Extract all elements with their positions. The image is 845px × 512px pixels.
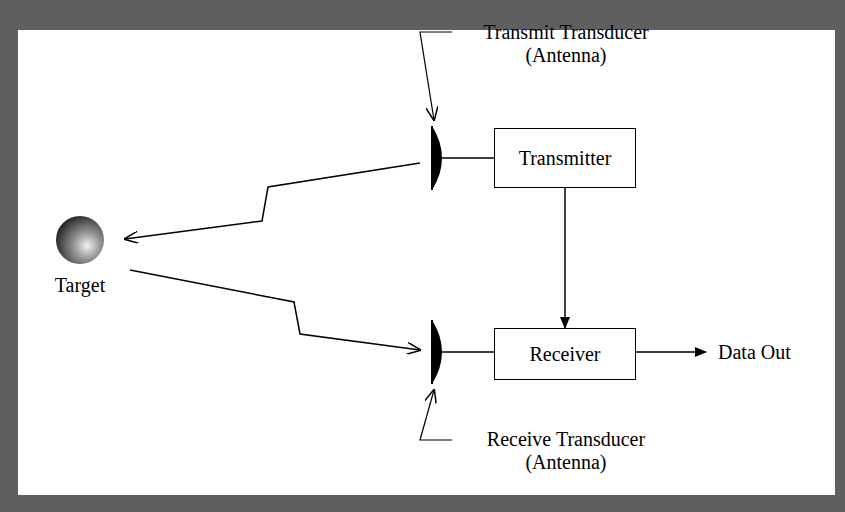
output-arrow [636,351,706,353]
box-label: Receiver [529,343,600,366]
transmit-antenna [432,126,494,190]
receive-antenna [432,320,494,384]
return-wave [130,270,420,350]
target-label: Target [30,274,130,297]
transmit-wave [125,163,420,239]
output-label: Data Out [718,341,828,364]
leader-line [420,390,452,440]
target-sphere [56,216,104,264]
process-box: Transmitter [494,128,636,188]
leader-line [420,32,452,120]
process-box: Receiver [494,328,636,380]
callout-label: Receive Transducer (Antenna) [451,428,681,474]
signal-connector [564,188,566,328]
box-label: Transmitter [519,147,612,170]
slide-panel [18,30,835,495]
callout-label: Transmit Transducer (Antenna) [451,21,681,67]
